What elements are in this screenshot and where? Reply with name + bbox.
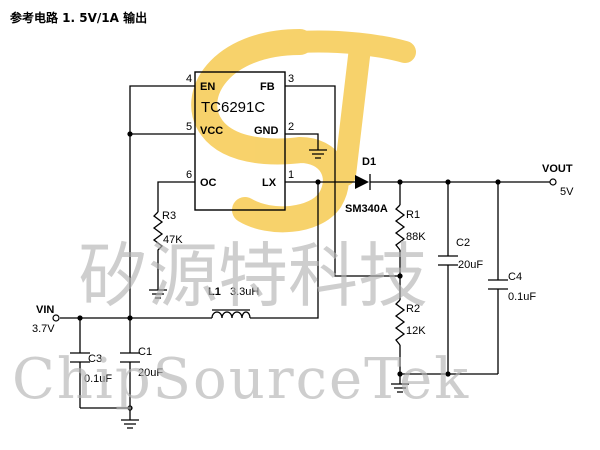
pin-lx-number: 1 (288, 169, 294, 181)
capacitor-c2 (438, 255, 458, 266)
capacitor-c1 (120, 352, 140, 363)
c1-value: 20uF (138, 367, 163, 379)
r3-ref: R3 (162, 210, 176, 222)
pin-en-number: 4 (186, 73, 192, 85)
pin-vcc-label: VCC (200, 125, 223, 137)
inductor-l1 (211, 311, 251, 319)
d1-ref: D1 (362, 156, 376, 168)
d1-part: SM340A (345, 203, 388, 215)
ic-body (194, 71, 286, 211)
c1-ref: C1 (138, 346, 152, 358)
c3-value: 0.1uF (84, 373, 112, 385)
ground-icon (149, 289, 167, 299)
resistor-r3 (152, 211, 164, 290)
l1-value: 3.3uH (230, 286, 259, 298)
ground-icon (309, 149, 327, 159)
pin-fb-number: 3 (288, 73, 294, 85)
junction-dots (77, 131, 501, 411)
vout-value: 5V (560, 186, 574, 198)
resistor-r2 (394, 299, 406, 346)
vin-value: 3.7V (32, 323, 55, 335)
ic-name: TC6291C (201, 99, 265, 116)
l1-ref: L1 (208, 286, 221, 298)
diode-d1 (355, 174, 371, 190)
vin-terminal (52, 314, 60, 322)
c4-value: 0.1uF (508, 291, 536, 303)
pin-oc-label: OC (200, 177, 217, 189)
c2-ref: C2 (456, 237, 470, 249)
pin-lx-label: LX (262, 177, 277, 189)
c3-ref: C3 (88, 353, 102, 365)
ground-icon (121, 416, 139, 429)
vin-label: VIN (36, 304, 54, 316)
capacitor-c3 (70, 352, 90, 363)
circuit-title: 参考电路 1. 5V/1A 输出 (10, 10, 147, 25)
pin-gnd-label: GND (254, 125, 279, 137)
r3-value: 47K (163, 234, 183, 246)
watermark-chinese: 矽源特科技 (78, 235, 428, 317)
pin-oc-number: 6 (186, 169, 192, 181)
r1-value: 88K (406, 231, 426, 243)
pin-gnd-number: 2 (288, 121, 294, 133)
capacitor-c4 (488, 279, 508, 290)
pin-en-label: EN (200, 81, 215, 93)
pin-fb-label: FB (260, 81, 275, 93)
vout-label: VOUT (542, 163, 573, 175)
r1-ref: R1 (406, 209, 420, 221)
c2-value: 20uF (458, 259, 483, 271)
c4-ref: C4 (508, 271, 522, 283)
r2-ref: R2 (406, 303, 420, 315)
ground-icon (391, 383, 409, 393)
vout-terminal (549, 178, 557, 186)
resistor-r1 (394, 204, 406, 251)
watermark-english: ChipSourceTek (12, 347, 470, 412)
pin-vcc-number: 5 (186, 121, 192, 133)
r2-value: 12K (406, 325, 426, 337)
logo-watermark (191, 29, 416, 233)
